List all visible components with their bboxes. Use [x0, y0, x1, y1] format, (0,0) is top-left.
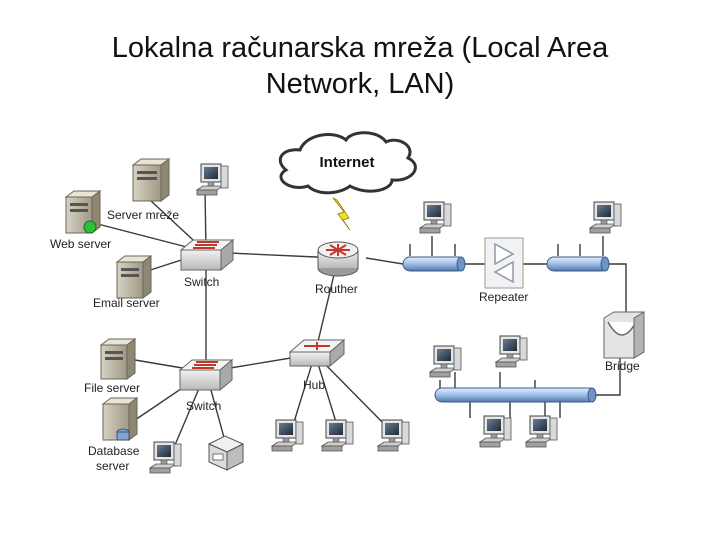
workstation-icon [588, 201, 622, 234]
workstations [148, 163, 622, 474]
database-server-icon [101, 397, 139, 441]
workstation-icon [524, 415, 558, 448]
switch-top-label: Switch [184, 275, 219, 289]
switch-top-icon [179, 238, 235, 272]
web-server-label: Web server [50, 237, 111, 251]
connection-lines [89, 187, 627, 453]
bus-segment-top-right [546, 256, 610, 272]
file-server-label: File server [84, 381, 140, 395]
workstation-icon [195, 163, 229, 196]
database-server-label-2: server [96, 459, 129, 473]
workstation-icon [428, 345, 462, 378]
repeater-label: Repeater [479, 290, 528, 304]
workstation-icon [320, 419, 354, 452]
workstation-icon [148, 441, 182, 474]
bridge-label: Bridge [605, 359, 640, 373]
status-light-icon [83, 220, 97, 234]
internet-cloud: Internet [278, 131, 417, 195]
workstation-icon [270, 419, 304, 452]
router-icon [317, 241, 359, 277]
switch-bottom-icon [178, 358, 234, 392]
repeater-icon [484, 237, 524, 289]
internet-label: Internet [319, 154, 374, 171]
email-server-icon [115, 255, 153, 299]
slide-title: Lokalna računarska mreža (Local Area Net… [111, 32, 609, 100]
bus-segment-bottom [434, 387, 597, 403]
email-server-label: Email server [93, 296, 160, 310]
workstation-icon [478, 415, 512, 448]
printer-icon [207, 435, 245, 471]
database-server-label-1: Database [88, 444, 140, 458]
workstation-icon [376, 419, 410, 452]
switch-bottom-label: Switch [186, 399, 221, 413]
file-server-icon [99, 338, 137, 380]
bridge-icon [603, 311, 645, 359]
server-mreze-label: Server mreže [107, 208, 179, 222]
server-mreze-icon [131, 158, 171, 202]
bus-segment-top-left [402, 256, 466, 272]
hub-icon [288, 338, 346, 368]
workstation-icon [418, 201, 452, 234]
lightning-icon [332, 197, 351, 231]
hub-label: Hub [303, 378, 325, 392]
workstation-icon [494, 335, 528, 368]
router-label: Routher [315, 282, 358, 296]
